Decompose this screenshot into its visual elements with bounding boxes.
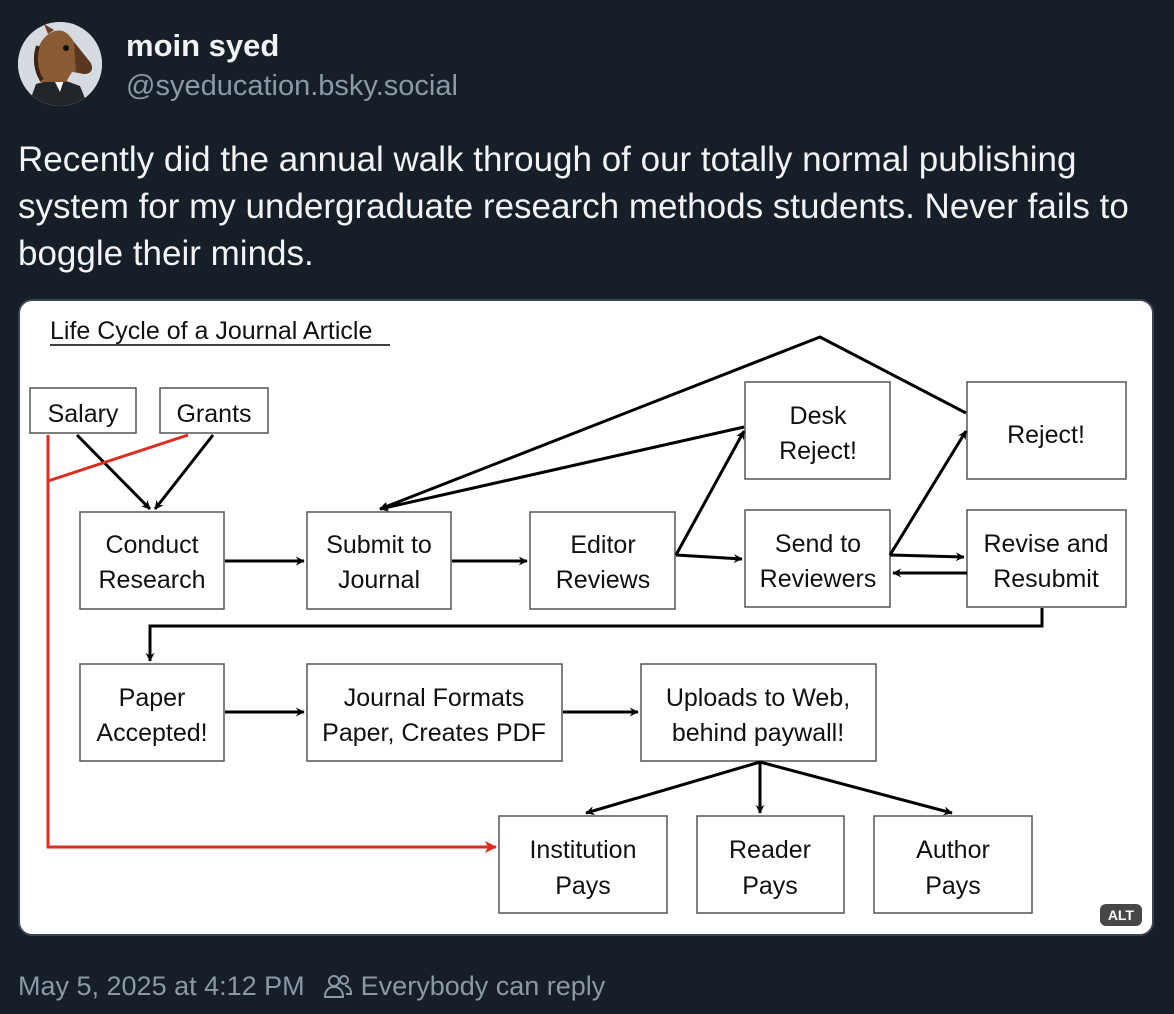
box-paper-accepted bbox=[79, 663, 225, 762]
label-formats-1: Journal Formats bbox=[344, 684, 525, 712]
arrow-editor-to-send bbox=[675, 553, 743, 563]
box-submit-to-journal bbox=[306, 511, 452, 610]
label-salary: Salary bbox=[48, 400, 119, 428]
label-revise-2: Resubmit bbox=[993, 565, 1099, 593]
author-display-name[interactable]: moin syed bbox=[126, 28, 280, 63]
label-reader-1: Reader bbox=[729, 836, 811, 864]
label-submit-2: Journal bbox=[338, 566, 420, 594]
box-salary bbox=[29, 387, 137, 434]
box-reader-pays bbox=[696, 815, 845, 914]
journal-lifecycle-diagram: Life Cycle of a Journal Article Salary G… bbox=[29, 317, 1127, 914]
label-accepted-2: Accepted! bbox=[96, 719, 207, 747]
alt-text-badge[interactable]: ALT bbox=[1099, 904, 1142, 926]
author-handle[interactable]: @syeducation.bsky.social bbox=[126, 70, 458, 102]
box-conduct-research bbox=[79, 511, 225, 610]
author-avatar[interactable] bbox=[18, 22, 102, 106]
label-institution-2: Pays bbox=[555, 872, 611, 900]
label-uploads-2: behind paywall! bbox=[672, 719, 844, 747]
box-uploads-to-web bbox=[640, 663, 877, 762]
arrow-revise-to-accepted bbox=[145, 608, 1044, 662]
arrow-salary-to-conduct bbox=[75, 433, 152, 511]
post-text: Recently did the annual walk through of … bbox=[18, 140, 1129, 273]
box-institution-pays bbox=[498, 815, 668, 914]
label-desk-2: Reject! bbox=[779, 437, 857, 465]
label-conduct-2: Research bbox=[99, 566, 206, 594]
box-revise-resubmit bbox=[966, 509, 1127, 608]
arrow-desk-to-submit bbox=[379, 425, 745, 512]
box-author-pays bbox=[873, 815, 1033, 914]
label-uploads-1: Uploads to Web, bbox=[666, 684, 850, 712]
arrow-editor-to-desk bbox=[674, 430, 746, 556]
label-author-2: Pays bbox=[925, 872, 981, 900]
box-desk-reject bbox=[744, 381, 891, 480]
box-reject bbox=[966, 381, 1127, 480]
people-icon bbox=[323, 975, 352, 998]
label-send-2: Reviewers bbox=[760, 565, 877, 593]
label-institution-1: Institution bbox=[529, 836, 636, 864]
diagram-title: Life Cycle of a Journal Article bbox=[50, 317, 372, 345]
box-grants bbox=[159, 387, 269, 434]
label-reader-2: Pays bbox=[742, 872, 798, 900]
label-desk-1: Desk bbox=[790, 402, 847, 430]
arrow-uploads-to-institution bbox=[585, 760, 761, 815]
box-journal-formats bbox=[306, 663, 563, 762]
post-timestamp[interactable]: May 5, 2025 at 4:12 PM bbox=[18, 970, 305, 1001]
label-author-1: Author bbox=[916, 836, 990, 864]
red-line-grants-to-salary-path bbox=[47, 433, 189, 483]
label-accepted-1: Paper bbox=[119, 684, 186, 712]
label-send-1: Send to bbox=[775, 530, 861, 558]
arrow-reject-to-submit bbox=[379, 335, 967, 511]
post-image[interactable]: Life Cycle of a Journal Article Salary G… bbox=[18, 299, 1154, 936]
label-revise-1: Revise and bbox=[983, 530, 1108, 558]
reply-setting[interactable]: Everybody can reply bbox=[323, 970, 606, 1002]
box-editor-reviews bbox=[529, 511, 676, 610]
arrow-send-to-revise bbox=[889, 552, 965, 562]
arrow-grants-to-conduct bbox=[153, 434, 215, 510]
red-arrow-salary-to-institution bbox=[46, 435, 497, 853]
label-editor-2: Reviews bbox=[556, 566, 650, 594]
reply-setting-label: Everybody can reply bbox=[360, 970, 606, 1001]
arrow-uploads-to-author bbox=[759, 760, 953, 816]
label-grants: Grants bbox=[176, 400, 251, 428]
arrow-send-to-reject bbox=[888, 430, 968, 556]
label-submit-1: Submit to bbox=[326, 531, 432, 559]
label-editor-1: Editor bbox=[570, 531, 635, 559]
box-send-to-reviewers bbox=[744, 509, 891, 608]
label-conduct-1: Conduct bbox=[105, 531, 198, 559]
horse-mask-avatar-icon bbox=[18, 22, 102, 106]
label-reject: Reject! bbox=[1007, 421, 1085, 449]
post-footer: May 5, 2025 at 4:12 PM Everybody can rep… bbox=[18, 966, 605, 1006]
label-formats-2: Paper, Creates PDF bbox=[322, 719, 546, 747]
